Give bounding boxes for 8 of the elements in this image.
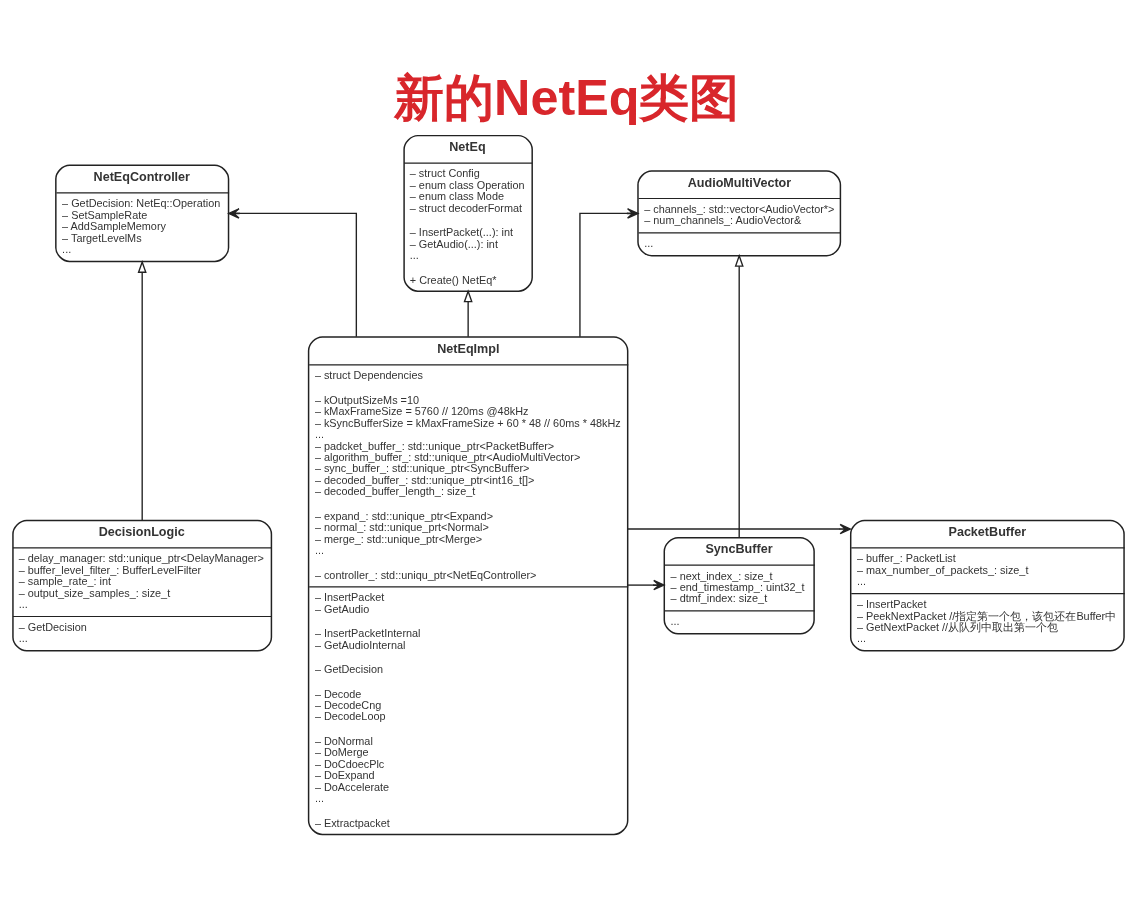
arrow	[627, 579, 665, 590]
arrow	[463, 288, 473, 337]
arrow	[627, 523, 852, 534]
arrow	[579, 207, 639, 337]
diagram-title: 新的NetEq类图	[394, 68, 740, 126]
arrow	[734, 253, 744, 538]
arrow	[228, 207, 358, 337]
arrow	[137, 259, 147, 521]
